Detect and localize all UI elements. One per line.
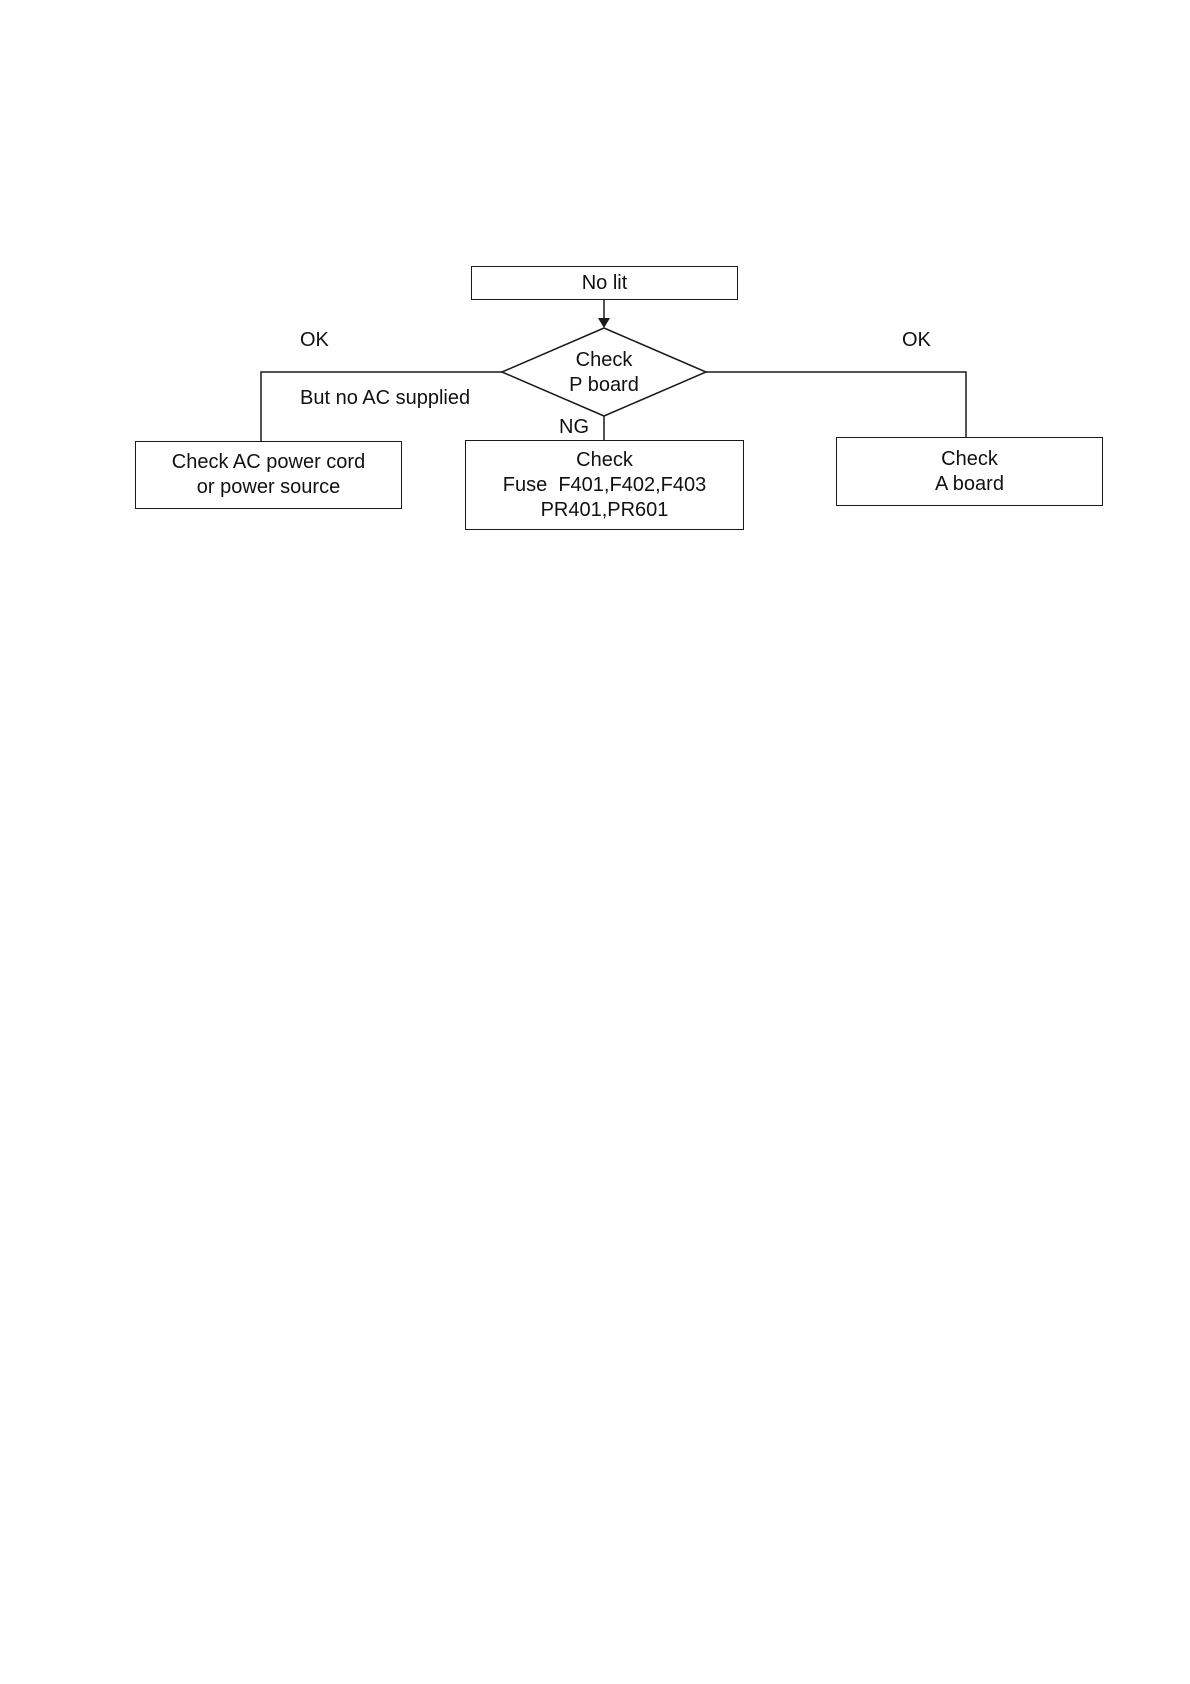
- check-ac-box: Check AC power cord or power source: [135, 441, 402, 509]
- ng-label: NG: [559, 415, 589, 439]
- right-ok-label: OK: [902, 328, 931, 352]
- start-label: No lit: [582, 271, 628, 296]
- check-a-board-box: Check A board: [836, 437, 1103, 506]
- check-fuse-line2: Fuse F401,F402,F403: [503, 473, 706, 498]
- decision-label: Check P board: [534, 348, 674, 398]
- right-branch-line: [706, 372, 966, 437]
- decision-line1: Check: [576, 348, 633, 373]
- check-fuse-line1: Check: [576, 448, 633, 473]
- start-box: No lit: [471, 266, 738, 300]
- left-ok-label: OK: [300, 328, 329, 352]
- check-ac-line1: Check AC power cord: [172, 450, 365, 475]
- check-a-board-line2: A board: [935, 472, 1004, 497]
- check-ac-line2: or power source: [197, 475, 340, 500]
- check-a-board-line1: Check: [941, 447, 998, 472]
- decision-line2: P board: [569, 373, 639, 398]
- check-fuse-line3: PR401,PR601: [541, 498, 669, 523]
- check-fuse-box: Check Fuse F401,F402,F403 PR401,PR601: [465, 440, 744, 530]
- arrowhead-down: [598, 318, 610, 328]
- left-note-label: But no AC supplied: [300, 386, 470, 410]
